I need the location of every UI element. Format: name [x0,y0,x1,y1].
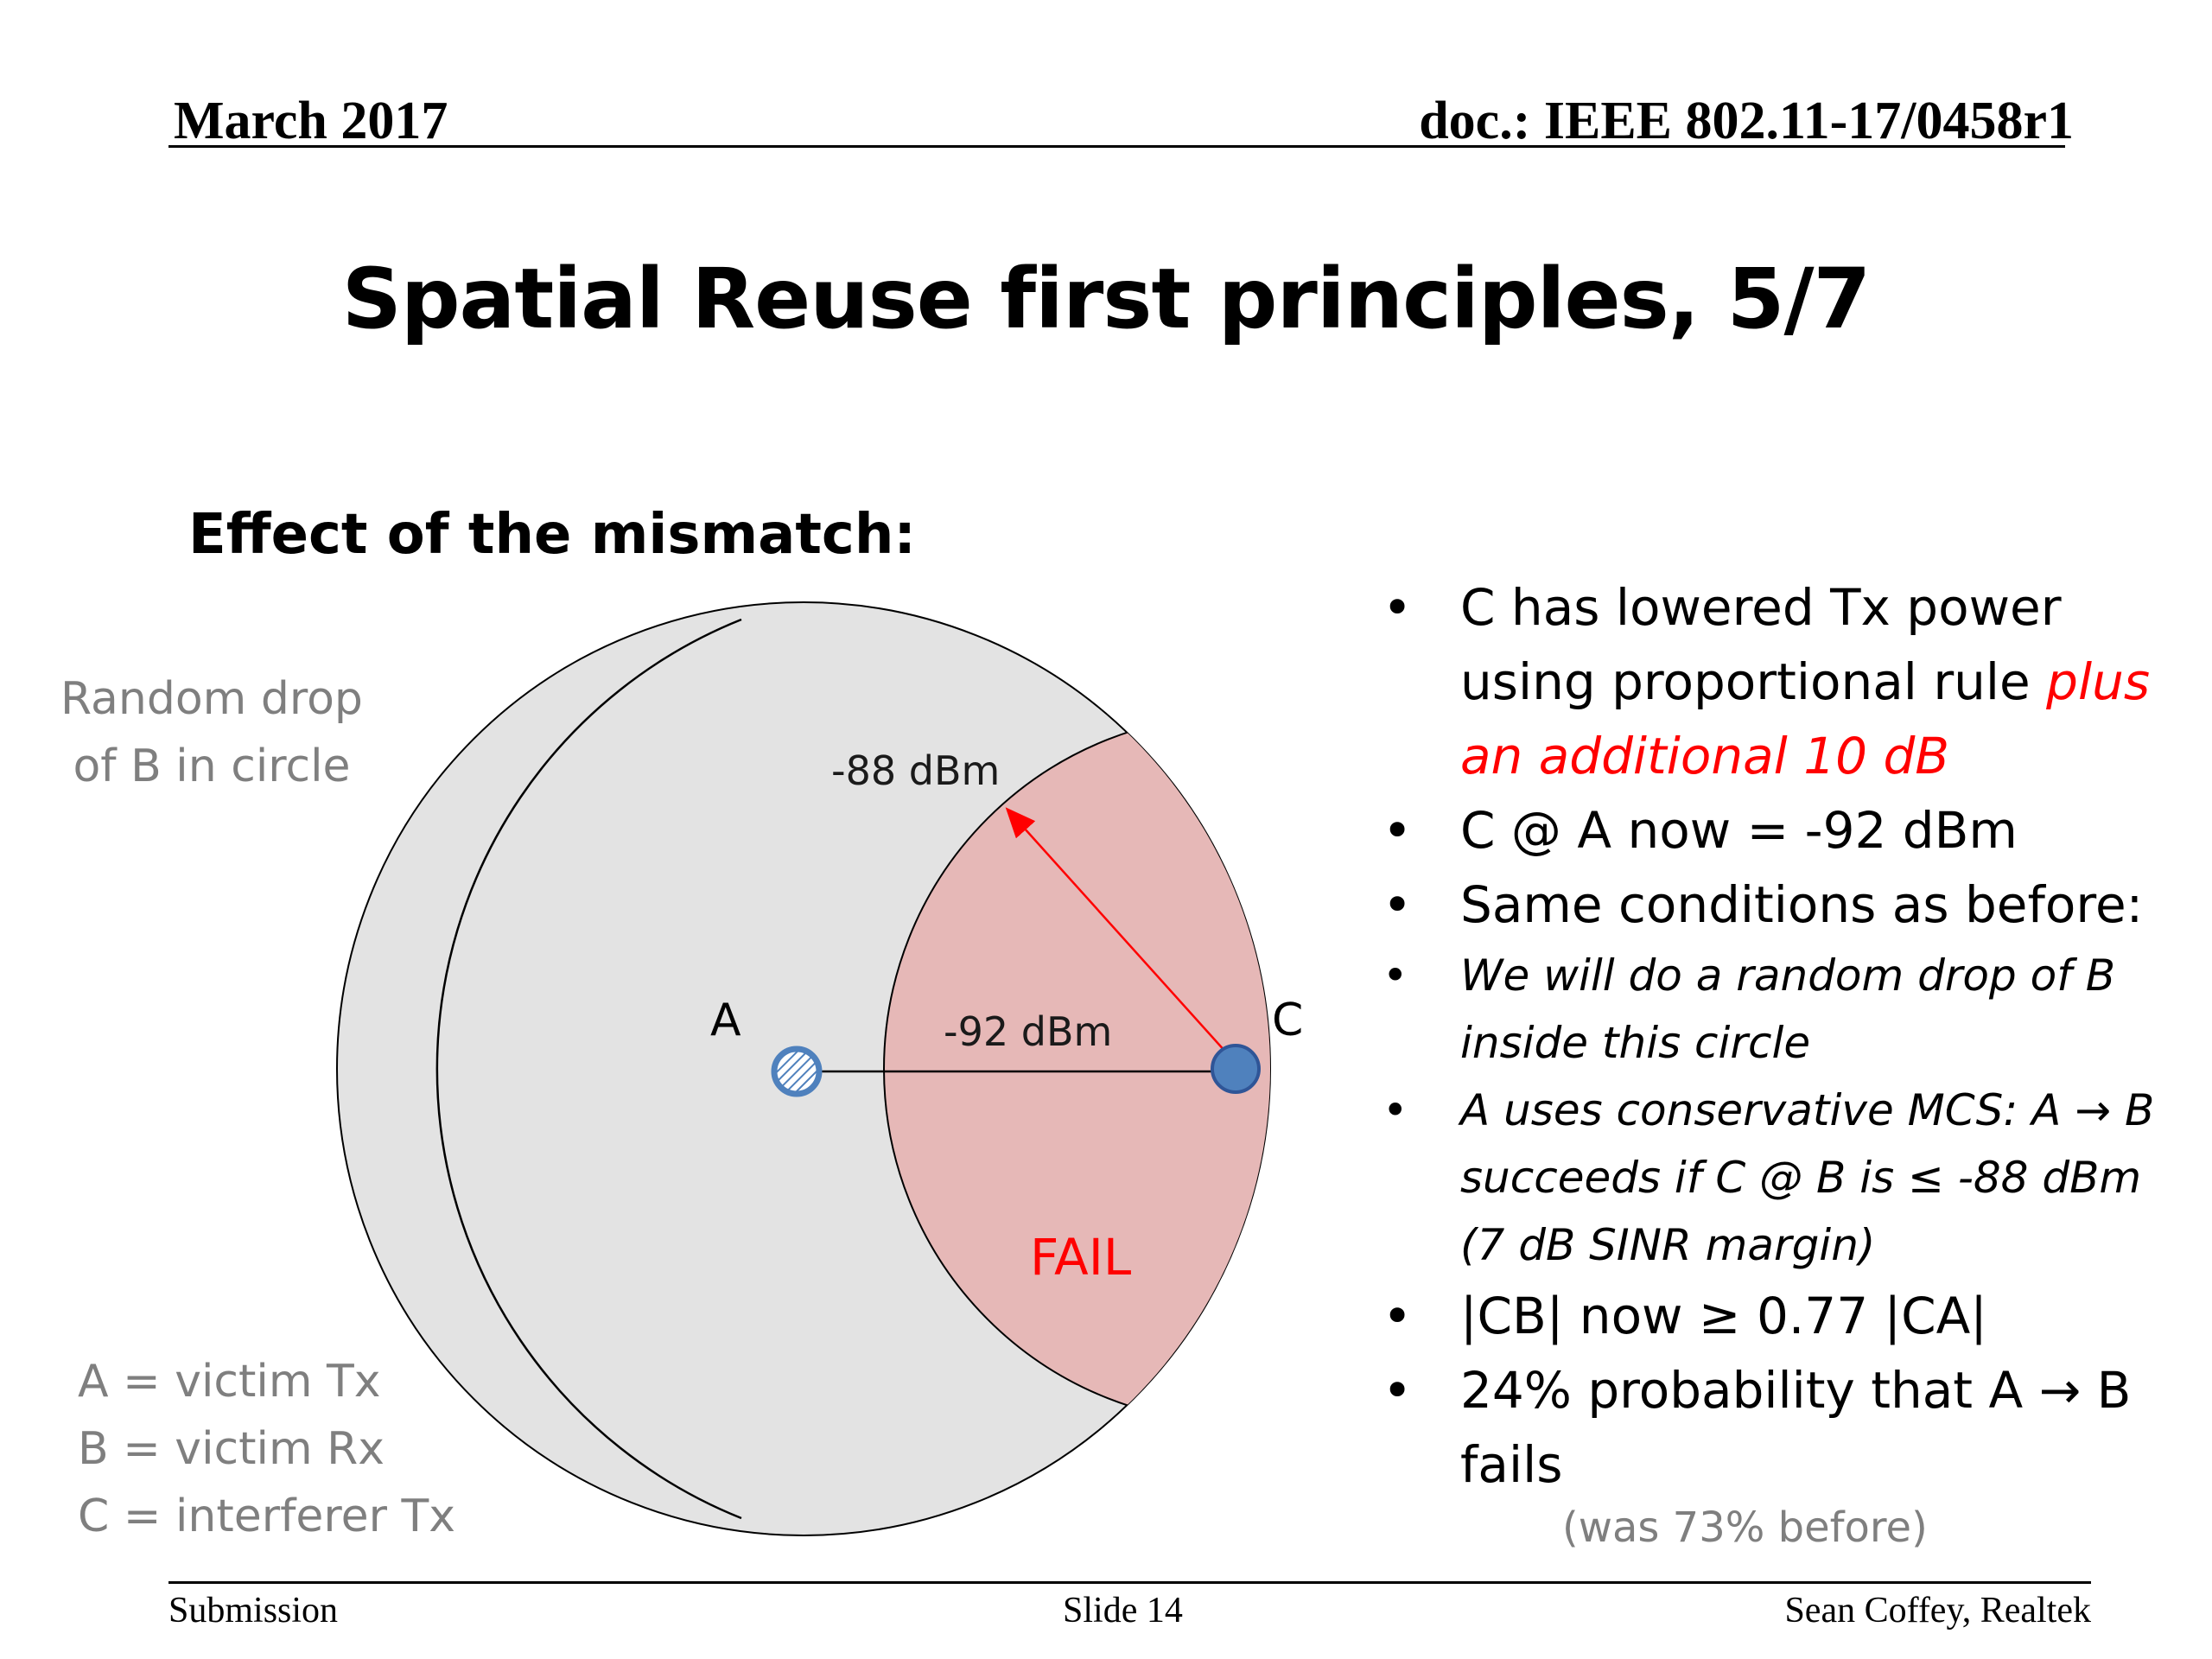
boundary-arc [435,618,742,1520]
legend-item-b: B = victim Rx [78,1423,385,1475]
bullet-text: 24% probability that A → B fails [1460,1361,2132,1494]
node-a [771,1046,823,1097]
bullet-emphasis: plus an additional 10 dB [1460,652,2151,785]
random-drop-note: Random drop of B in circle [52,665,372,800]
footer-rule [168,1581,2091,1584]
bullet-glyph: • [1382,1287,1413,1345]
subheading: Effect of the mismatch: [188,503,916,567]
footer-slide-number: Slide 14 [1063,1591,1183,1630]
bullet-text: C @ A now = -92 dBm [1460,801,2018,860]
footer-author: Sean Coffey, Realtek [1784,1591,2091,1630]
bullet-item: • C @ A now = -92 dBm [1382,793,2186,868]
legend-item-c: C = interferer Tx [78,1491,456,1542]
bullet-list: • C has lowered Tx power using proportio… [1382,570,2186,1502]
bullet-text: We will do a random drop of B inside thi… [1460,950,2116,1068]
header-date: March 2017 [174,92,448,150]
bullet-text: A uses conservative MCS: [1460,1085,2018,1135]
bullet-text: |CB| now ≥ 0.77 |CA| [1460,1287,1987,1345]
bullet-item: • 24% probability that A → B fails [1382,1353,2186,1502]
label-a: A [710,995,741,1046]
drop-note-line2: of B in circle [73,741,351,792]
bullet-glyph: • [1382,1361,1413,1420]
bullet-item: • A uses conservative MCS: A → B succeed… [1382,1077,2186,1279]
header-rule [168,145,2065,148]
header-doc-id: doc.: IEEE 802.11-17/0458r1 [1419,92,2074,150]
label-fail: FAIL [1030,1228,1131,1287]
footer-submission: Submission [168,1591,339,1630]
previous-probability-note: (was 73% before) [1562,1503,1928,1552]
bullet-glyph: • [1382,801,1413,860]
bullet-glyph: • [1382,1085,1408,1135]
drop-note-line1: Random drop [60,673,363,725]
legend-item-a: A = victim Tx [78,1356,381,1408]
node-c [1211,1044,1261,1094]
bullet-item: • We will do a random drop of B inside t… [1382,942,2186,1077]
bullet-text-continued: A → B succeeds if C @ B is ≤ -88 dBm (7 … [1460,1085,2155,1270]
slide-title: Spatial Reuse first principles, 5/7 [341,251,1872,347]
bullet-glyph: • [1382,875,1413,934]
legend: A = victim Tx B = victim Rx C = interfer… [78,1348,455,1550]
radius-arrow [1005,807,1235,1062]
label-c: C [1272,995,1303,1046]
bullet-item: • |CB| now ≥ 0.77 |CA| [1382,1279,2186,1353]
label-minus88: -88 dBm [831,747,1000,794]
bullet-glyph: • [1382,578,1413,637]
bullet-item: • Same conditions as before: [1382,868,2186,942]
bullet-item: • C has lowered Tx power using proportio… [1382,570,2186,793]
bullet-text: C has lowered Tx power using proportiona… [1460,578,2062,711]
bullet-glyph: • [1382,950,1408,1001]
bullet-text: Same conditions as before: [1460,875,2144,934]
label-minus92: -92 dBm [944,1008,1112,1055]
